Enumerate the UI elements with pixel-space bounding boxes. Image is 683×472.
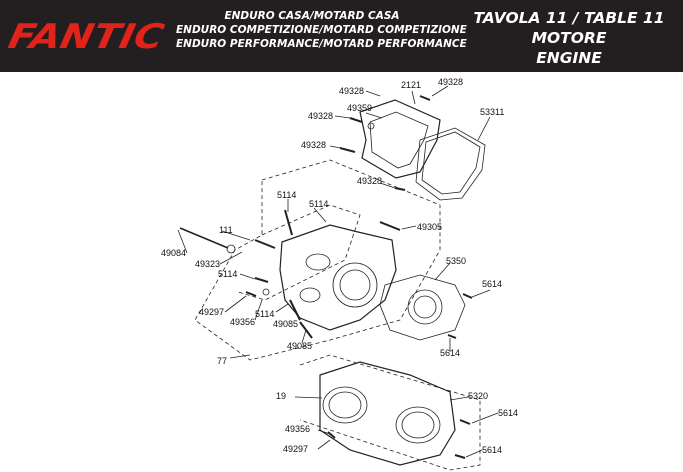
part-label: 49328 — [438, 77, 463, 87]
cover-gasket-inner — [421, 131, 481, 195]
part-label: 5350 — [446, 256, 466, 266]
table-number: TAVOLA 11 / TABLE 11 — [473, 9, 665, 27]
part-label: 5114 — [309, 199, 328, 209]
cover-gasket — [415, 127, 486, 201]
part-label: 53311 — [480, 107, 504, 117]
part-label: 49328 — [339, 86, 364, 96]
part-label: 49085 — [287, 341, 312, 351]
part-label: 5614 — [440, 348, 460, 358]
page-header: FANTIC ENDURO CASA/MOTARD CASA ENDURO CO… — [0, 0, 683, 72]
part-label: 49297 — [199, 307, 224, 317]
part-label: 49328 — [308, 111, 333, 121]
valve-cover — [359, 99, 441, 179]
head-inner-frame — [237, 204, 361, 301]
part-label: 5320 — [468, 391, 488, 401]
part-label: 5114 — [255, 309, 274, 319]
exploded-parts-diagram: 49328 2121 49328 49359 49328 53311 49328… — [161, 77, 518, 471]
cylinder-group-frame — [299, 354, 481, 471]
model-line-1: ENDURO CASA/MOTARD CASA — [224, 10, 400, 22]
model-line-2: ENDURO COMPETIZIONE/MOTARD COMPETIZIONE — [176, 24, 467, 36]
part-label: 49328 — [357, 176, 382, 186]
part-label: 49084 — [161, 248, 186, 258]
part-label: 5114 — [218, 269, 237, 279]
part-label: 5614 — [482, 279, 502, 289]
part-label: 5614 — [498, 408, 518, 418]
part-label: 5614 — [482, 445, 502, 455]
part-label: 49305 — [417, 222, 442, 232]
part-label: 2121 — [401, 80, 421, 90]
part-label: 77 — [217, 356, 227, 366]
svg-text:FANTIC: FANTIC — [6, 17, 166, 56]
part-label: 49323 — [195, 259, 220, 269]
part-label: 19 — [276, 391, 286, 401]
model-list: ENDURO CASA/MOTARD CASA ENDURO COMPETIZI… — [176, 9, 467, 51]
cylinder-body — [319, 361, 456, 466]
cylinder-head — [279, 224, 397, 331]
model-line-3: ENDURO PERFORMANCE/MOTARD PERFORMANCE — [176, 38, 467, 50]
part-label: 49359 — [347, 103, 372, 113]
part-label: 49328 — [301, 140, 326, 150]
part-label: 49085 — [273, 319, 298, 329]
head-gasket — [379, 274, 466, 341]
head-port — [332, 262, 378, 308]
part-label: 49356 — [230, 317, 255, 327]
part-label: 49297 — [283, 444, 308, 454]
table-name-it: MOTORE — [531, 29, 607, 47]
table-name-en: ENGINE — [536, 49, 602, 67]
part-label: 111 — [219, 225, 233, 235]
fantic-logo: FANTIC — [6, 17, 166, 56]
valve-cover-rib — [369, 111, 429, 169]
table-title: TAVOLA 11 / TABLE 11 MOTORE ENGINE — [458, 8, 680, 68]
part-label: 49356 — [285, 424, 310, 434]
part-label: 5114 — [277, 190, 296, 200]
